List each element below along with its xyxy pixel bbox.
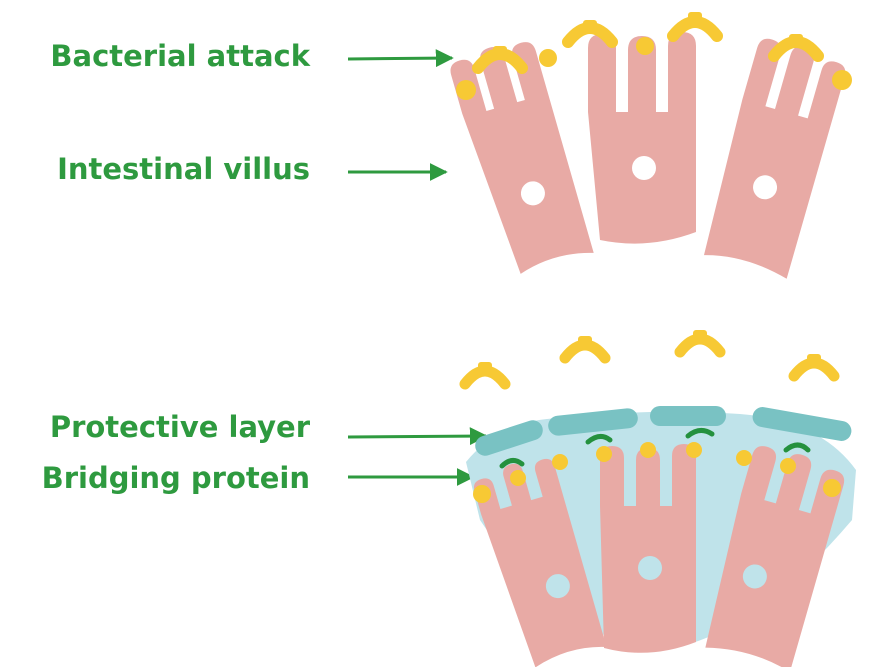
nucleus-top-middle xyxy=(632,156,656,180)
villus-tip xyxy=(780,458,796,474)
protective-layer-segment xyxy=(650,406,726,426)
arrow-bacterial-attack xyxy=(348,58,452,59)
villus-tip xyxy=(510,470,526,486)
bacteria-tip xyxy=(832,70,852,90)
bacteria-icon xyxy=(680,330,720,352)
villus-tip xyxy=(596,446,612,462)
bacteria-icon xyxy=(565,336,605,358)
villus-tip xyxy=(473,485,491,503)
bacteria-icon xyxy=(673,12,717,36)
bacteria-tip xyxy=(456,80,476,100)
bacteria-tip xyxy=(636,37,654,55)
villus-tip xyxy=(552,454,568,470)
villus-tip xyxy=(823,479,841,497)
nucleus-bottom-middle xyxy=(638,556,662,580)
villus-unprotected xyxy=(447,12,852,279)
villus-cell-right xyxy=(698,34,849,279)
villus-cell-middle xyxy=(588,32,696,244)
bacteria-tip xyxy=(539,49,557,67)
villus-tip xyxy=(640,442,656,458)
villus-tip xyxy=(736,450,752,466)
arrow-protective-layer xyxy=(348,436,486,437)
bacteria-icon xyxy=(568,20,612,42)
bacteria-icon xyxy=(794,354,834,376)
villus-cell-middle xyxy=(600,444,696,653)
villus-protected xyxy=(465,330,856,667)
villus-tip xyxy=(686,442,702,458)
bacteria-icon xyxy=(465,362,505,384)
